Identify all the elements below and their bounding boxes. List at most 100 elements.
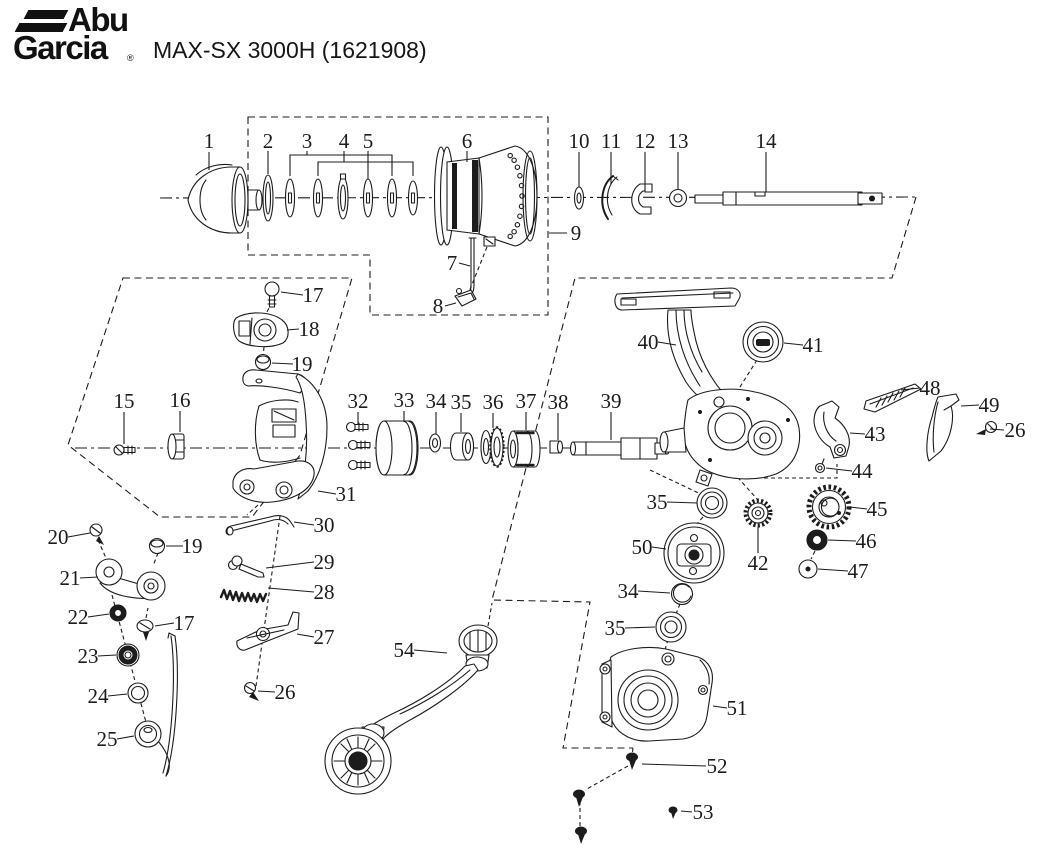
part-label-10-9: 10: [569, 129, 590, 187]
part-drive-gear-50: [663, 522, 725, 584]
part-line-roller-18: [233, 312, 289, 348]
part-label-47-52: 47: [817, 559, 869, 583]
svg-text:46: 46: [856, 529, 877, 553]
svg-text:10: 10: [569, 129, 590, 153]
part-label-40-45: 40: [638, 330, 677, 354]
svg-text:34: 34: [618, 579, 640, 603]
part-label-32-34: 32: [348, 389, 369, 424]
part-label-11-10: 11: [601, 129, 621, 184]
part-label-13-12: 13: [668, 129, 689, 189]
part-label-52-57: 52: [641, 754, 728, 778]
svg-text:36: 36: [483, 390, 504, 414]
part-label-43-48: 43: [849, 422, 886, 446]
part-bearing-35-upper: [696, 487, 728, 519]
svg-text:17: 17: [303, 283, 324, 307]
part-label-8-7: 8: [433, 294, 457, 318]
part-label-22-23: 22: [68, 605, 110, 629]
part-label-20-21: 20: [48, 525, 91, 549]
part-line-clip: [454, 287, 477, 307]
part-nut-19-left: [148, 537, 166, 555]
part-kick-lever-43: [813, 400, 850, 459]
part-bail-holder-27: [236, 611, 300, 651]
part-screws-52: [573, 752, 638, 844]
part-bearing-35-lower: [655, 611, 687, 643]
part-label-33-35: 33: [394, 388, 415, 421]
part-bushing-38: [549, 440, 564, 454]
svg-text:17: 17: [174, 611, 195, 635]
part-label-34-37: 34: [618, 579, 671, 603]
part-washer-24: [127, 682, 149, 704]
svg-text:22: 22: [68, 605, 89, 629]
part-drag-knob: [187, 163, 263, 234]
part-cover-blade-48: [863, 383, 922, 413]
part-label-26-27: 26: [257, 680, 296, 704]
part-side-guard-49: [926, 393, 960, 462]
part-pinion-39: [569, 437, 671, 460]
svg-text:1: 1: [204, 129, 215, 153]
part-retaining-ring-34-lower: [670, 582, 694, 606]
part-label-7-6: 7: [447, 251, 471, 275]
svg-text:39: 39: [601, 389, 622, 413]
svg-text:26: 26: [275, 680, 296, 704]
svg-text:35: 35: [647, 490, 668, 514]
part-drag-washer-stack: [262, 173, 419, 222]
part-spool: [433, 145, 538, 247]
svg-text:54: 54: [394, 638, 416, 662]
svg-text:5: 5: [363, 129, 374, 153]
logo-text-abu: Abu: [68, 1, 129, 38]
part-label-28-30: 28: [267, 580, 335, 604]
svg-text:35: 35: [451, 390, 472, 414]
part-label-36-41: 36: [483, 390, 504, 428]
part-label-35-39: 35: [647, 490, 698, 514]
part-washer-10: [573, 186, 585, 210]
part-worm-cylinder-33: [375, 420, 419, 476]
part-label-27-29: 27: [296, 625, 335, 649]
part-label-42-47: 42: [748, 527, 769, 575]
part-clutch-37: [507, 430, 541, 468]
part-washers-36: [480, 426, 505, 468]
part-screw-53: [668, 806, 678, 819]
part-label-9-8: 9: [549, 221, 581, 245]
svg-text:25: 25: [97, 727, 118, 751]
part-bushing-46: [806, 529, 828, 551]
part-label-19-20: 19: [166, 534, 203, 558]
spool-skirt-holes: [507, 152, 525, 240]
part-label-53-58: 53: [680, 800, 714, 824]
part-label-46-51: 46: [827, 529, 877, 553]
part-rotor: [232, 369, 328, 503]
logo-text-garcia: Garcia: [13, 29, 108, 66]
part-label-37-42: 37: [516, 389, 537, 430]
svg-text:49: 49: [979, 393, 1000, 417]
part-screw-15: [113, 444, 136, 456]
svg-text:37: 37: [516, 389, 537, 413]
svg-text:13: 13: [668, 129, 689, 153]
brand-logo: Abu Garcia ®: [0, 0, 150, 75]
part-label-44-49: 44: [825, 459, 873, 483]
part-label-38-43: 38: [548, 390, 569, 440]
part-screw-20: [89, 523, 104, 545]
part-label-51-56: 51: [712, 696, 748, 720]
svg-text:3: 3: [302, 129, 313, 153]
svg-text:50: 50: [632, 535, 653, 559]
svg-text:7: 7: [447, 251, 458, 275]
part-label-12-11: 12: [635, 129, 656, 184]
part-label-25-26: 25: [97, 727, 135, 751]
part-bail-arm-lever-21: [95, 558, 166, 601]
svg-text:51: 51: [727, 696, 748, 720]
part-label-24-25: 24: [88, 684, 128, 708]
svg-text:15: 15: [114, 389, 135, 413]
part-washer-47: [798, 559, 818, 579]
svg-text:21: 21: [60, 566, 81, 590]
part-screw-17-top: [264, 281, 280, 308]
part-label-31-33: 31: [317, 482, 357, 506]
part-label-29-31: 29: [265, 550, 335, 574]
part-label-14-13: 14: [756, 129, 777, 192]
svg-text:20: 20: [48, 525, 69, 549]
part-body-frame: [614, 287, 801, 487]
svg-text:48: 48: [920, 376, 941, 400]
svg-text:12: 12: [635, 129, 656, 153]
part-label-39-44: 39: [601, 389, 622, 440]
part-label-15-14: 15: [114, 389, 135, 444]
part-label-54-59: 54: [394, 638, 448, 662]
part-label-19-19: 19: [271, 352, 313, 376]
